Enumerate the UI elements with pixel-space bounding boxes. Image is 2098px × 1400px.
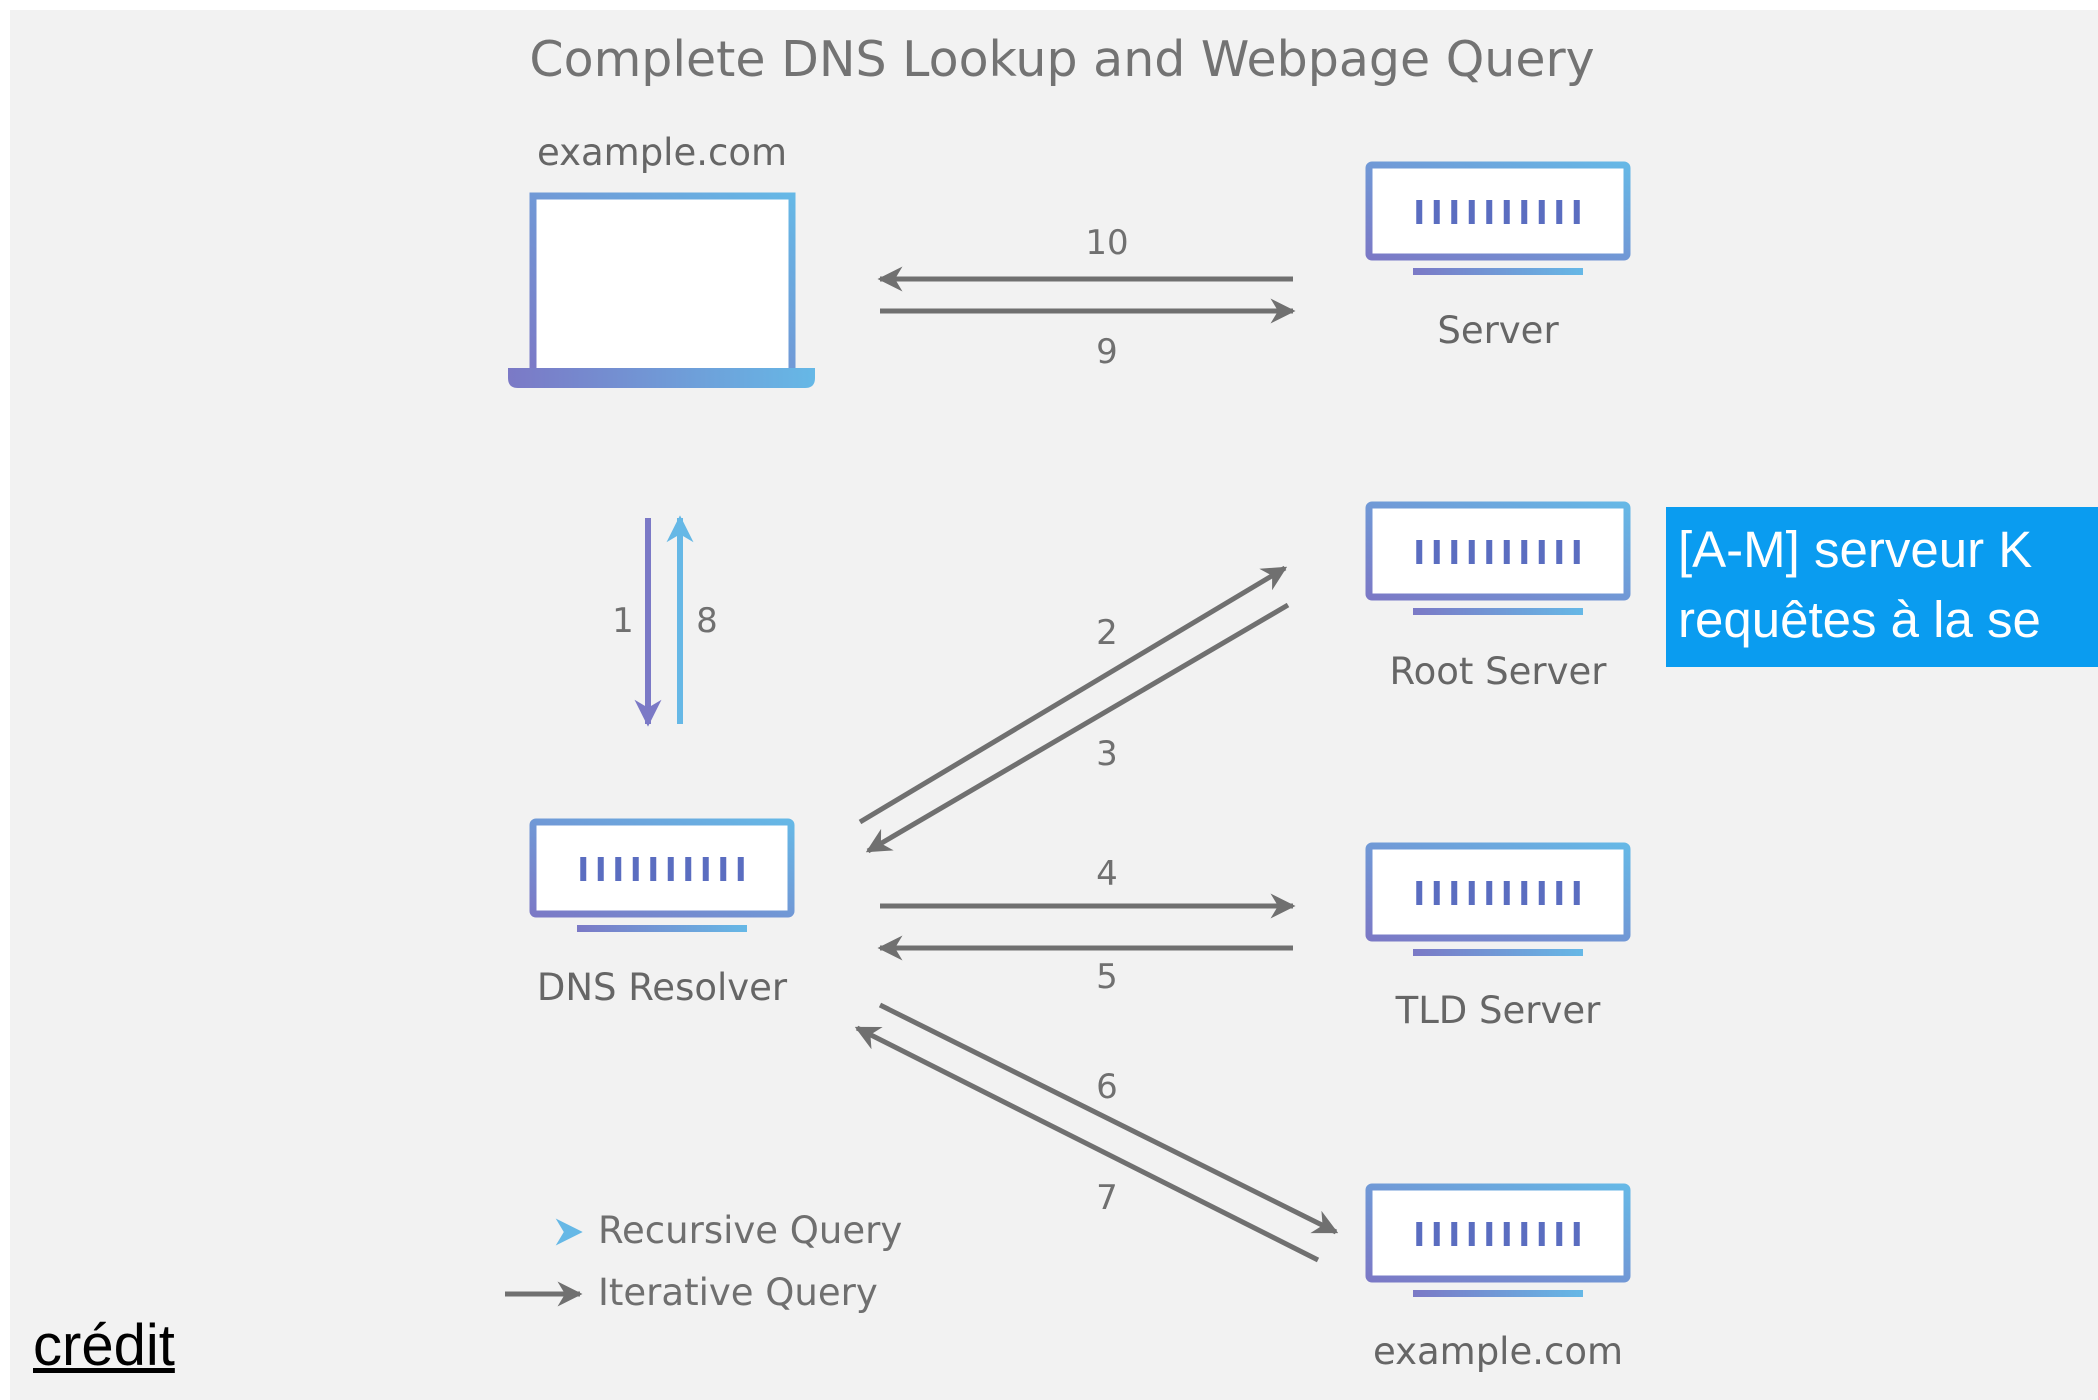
device-indicator-bar	[1556, 200, 1563, 224]
arrow-step-6	[878, 1002, 1339, 1235]
device-stand	[1413, 949, 1583, 956]
device-indicator-bar	[702, 857, 709, 881]
device-stand	[577, 925, 747, 932]
device-indicator-bar	[1433, 200, 1440, 224]
device-indicator-bar	[1416, 1222, 1423, 1246]
step-label-9: 9	[1096, 332, 1118, 372]
root-server-label: Root Server	[1390, 650, 1608, 693]
device-indicator-bar	[1486, 1222, 1493, 1246]
device-indicator-bar	[1468, 881, 1475, 905]
device-indicator-bar	[1538, 881, 1545, 905]
arrow-step-7	[854, 1025, 1320, 1263]
device-indicator-bar	[1433, 540, 1440, 564]
credit-link[interactable]: crédit	[33, 1313, 175, 1378]
arrow-step-2	[858, 565, 1288, 825]
step-label-3: 3	[1096, 734, 1118, 774]
device-indicator-bar	[1573, 1222, 1580, 1246]
dns-resolver-label: DNS Resolver	[537, 966, 788, 1009]
laptop-icon	[508, 192, 815, 388]
authoritative-server-icon	[1365, 1183, 1631, 1297]
server-icon	[1365, 161, 1631, 275]
step-label-10: 10	[1085, 223, 1128, 263]
device-indicator-bar	[1416, 540, 1423, 564]
device-indicator-bar	[1503, 540, 1510, 564]
device-indicator-bar	[1451, 540, 1458, 564]
device-indicator-bar	[1503, 881, 1510, 905]
device-indicator-bar	[1451, 881, 1458, 905]
device-indicator-bar	[1556, 540, 1563, 564]
diagram-title: Complete DNS Lookup and Webpage Query	[529, 31, 1594, 88]
device-indicator-bar	[1538, 1222, 1545, 1246]
device-frame	[529, 818, 795, 918]
device-indicator-bar	[1416, 200, 1423, 224]
arrow-step-3	[865, 602, 1290, 854]
device-indicator-bar	[597, 857, 604, 881]
device-indicator-bar	[1503, 200, 1510, 224]
step-label-2: 2	[1096, 613, 1118, 653]
device-indicator-bar	[632, 857, 639, 881]
step-label-1: 1	[612, 601, 634, 641]
device-indicator-bar	[667, 857, 674, 881]
device-indicator-bar	[615, 857, 622, 881]
device-frame	[1365, 842, 1631, 942]
legend: Recursive Query Iterative Query	[505, 1209, 902, 1314]
device-stand	[1413, 1290, 1583, 1297]
tld-server-icon	[1365, 842, 1631, 956]
device-indicator-bar	[1521, 200, 1528, 224]
root-server-icon	[1365, 501, 1631, 615]
device-frame	[1365, 1183, 1631, 1283]
device-indicator-bar	[1451, 200, 1458, 224]
device-indicator-bar	[1486, 540, 1493, 564]
device-indicator-bar	[737, 857, 744, 881]
device-indicator-bar	[1573, 881, 1580, 905]
callout-line-1: [A-M] serveur K	[1678, 521, 2033, 578]
step-label-7: 7	[1096, 1178, 1118, 1218]
device-indicator-bar	[1433, 1222, 1440, 1246]
device-indicator-bar	[1486, 200, 1493, 224]
device-indicator-bar	[1451, 1222, 1458, 1246]
device-indicator-bar	[1556, 881, 1563, 905]
device-indicator-bar	[720, 857, 727, 881]
device-indicator-bar	[580, 857, 587, 881]
device-frame	[1365, 161, 1631, 261]
device-indicator-bar	[1538, 540, 1545, 564]
device-indicator-bar	[1433, 881, 1440, 905]
client-label: example.com	[537, 131, 787, 174]
callout-line-2: requêtes à la se	[1678, 591, 2041, 648]
device-indicator-bar	[1556, 1222, 1563, 1246]
device-stand	[1413, 268, 1583, 275]
device-indicator-bar	[1573, 540, 1580, 564]
device-indicator-bar	[1468, 200, 1475, 224]
legend-recursive-label: Recursive Query	[598, 1209, 902, 1252]
device-indicator-bar	[1416, 881, 1423, 905]
device-indicator-bar	[650, 857, 657, 881]
step-label-5: 5	[1096, 957, 1118, 997]
step-label-8: 8	[696, 601, 718, 641]
device-indicator-bar	[1521, 1222, 1528, 1246]
device-indicator-bar	[1486, 881, 1493, 905]
tld-server-label: TLD Server	[1395, 989, 1602, 1032]
device-indicator-bar	[1521, 881, 1528, 905]
device-indicator-bar	[1573, 200, 1580, 224]
device-indicator-bar	[1468, 540, 1475, 564]
server-label: Server	[1437, 309, 1559, 352]
device-indicator-bar	[1521, 540, 1528, 564]
step-label-6: 6	[1096, 1067, 1118, 1107]
callout-box: [A-M] serveur K requêtes à la se	[1666, 507, 2098, 667]
device-indicator-bar	[1503, 1222, 1510, 1246]
step-label-4: 4	[1096, 854, 1118, 894]
dns-resolver-icon	[529, 818, 795, 932]
legend-iterative-label: Iterative Query	[598, 1271, 878, 1314]
device-frame	[1365, 501, 1631, 601]
authoritative-server-label: example.com	[1373, 1330, 1623, 1373]
device-stand	[1413, 608, 1583, 615]
device-indicator-bar	[1538, 200, 1545, 224]
device-indicator-bar	[1468, 1222, 1475, 1246]
device-indicator-bar	[685, 857, 692, 881]
